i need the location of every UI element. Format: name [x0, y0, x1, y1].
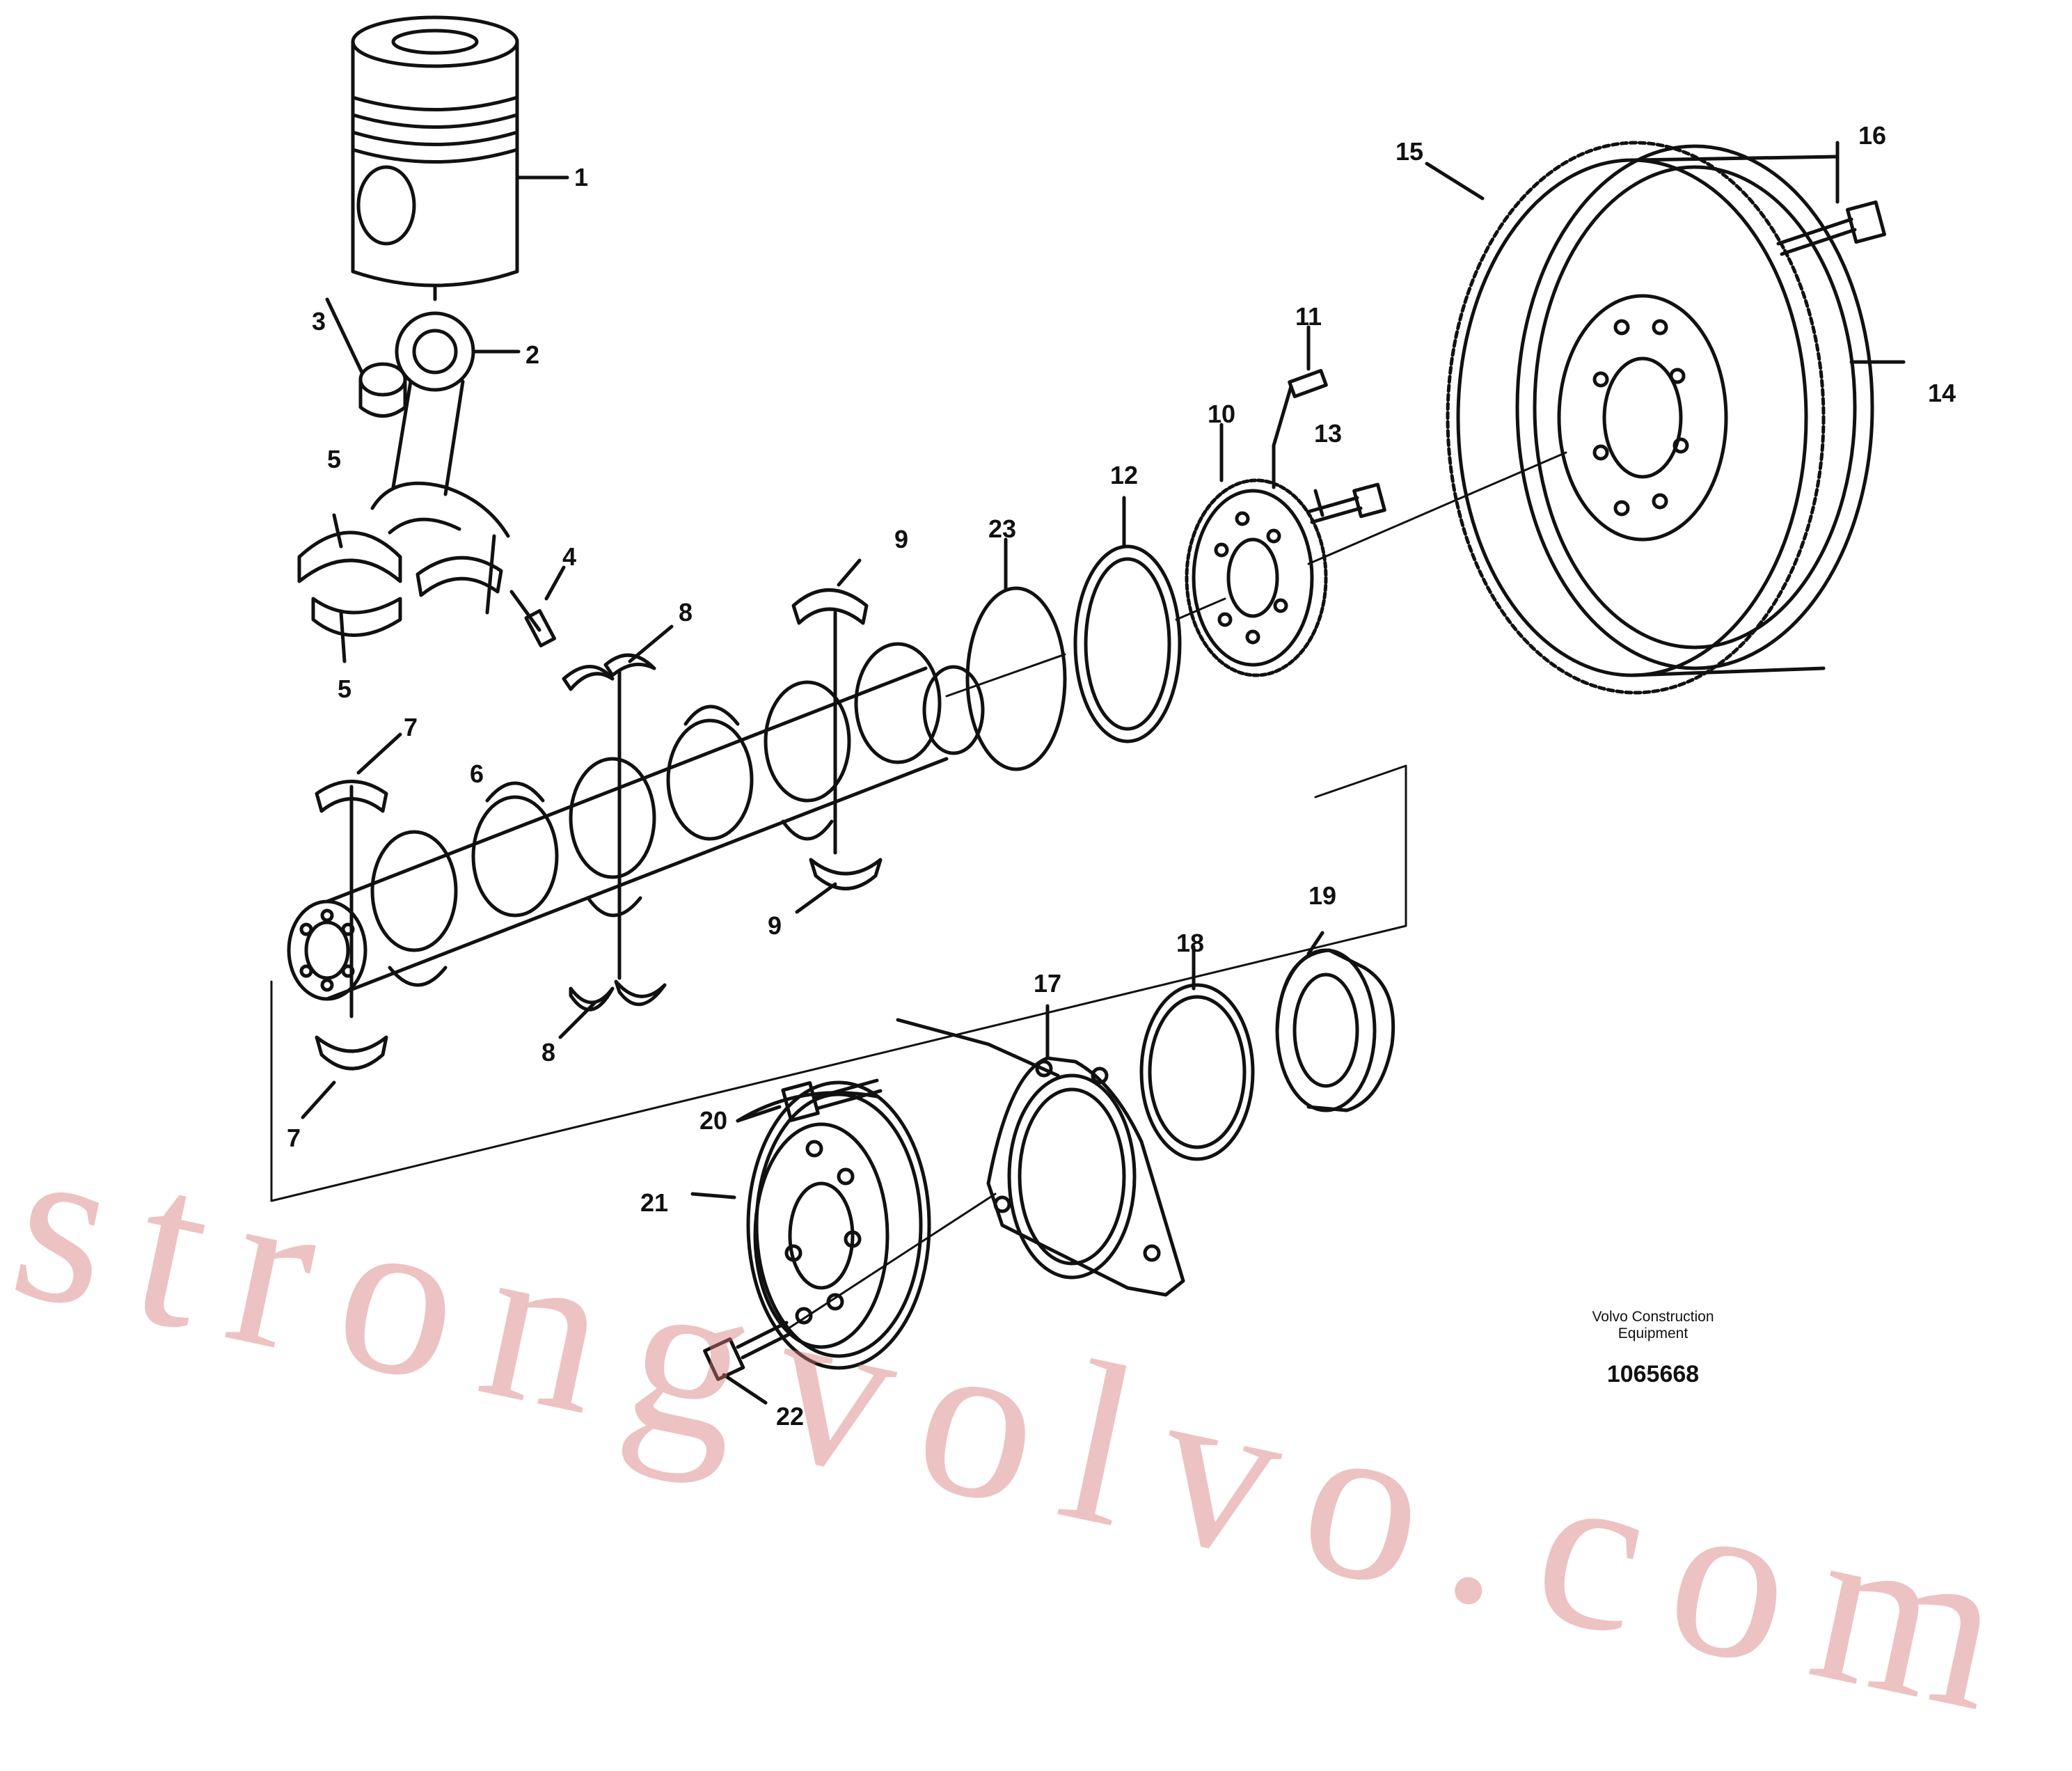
crankshaft-part — [287, 642, 985, 1001]
bolt-16 — [1776, 141, 1886, 256]
callout-15[interactable]: 15 — [1395, 137, 1424, 166]
pulley-21 — [690, 1080, 931, 1370]
ring-gear-15 — [1425, 162, 1485, 200]
drawing-number: 1065668 — [1606, 1361, 1700, 1387]
callout-8-bottom[interactable]: 8 — [541, 1038, 556, 1066]
bolt-22 — [703, 1193, 997, 1405]
callout-1[interactable]: 1 — [574, 163, 589, 191]
bolt-13 — [1306, 482, 1386, 524]
credit-line-1: Volvo Construction — [1592, 1309, 1714, 1325]
connecting-rod-part — [325, 297, 521, 615]
thrust-washers-8 — [558, 624, 674, 1039]
seal-ring-18 — [1139, 945, 1255, 1161]
callout-7-top[interactable]: 7 — [403, 713, 418, 741]
callout-22[interactable]: 22 — [775, 1402, 805, 1431]
seal-ring-23 — [965, 537, 1067, 771]
callout-11[interactable]: 11 — [1295, 302, 1322, 331]
main-bearing-shells-7 — [301, 732, 402, 1119]
callout-10[interactable]: 10 — [1207, 400, 1236, 428]
callout-18[interactable]: 18 — [1176, 929, 1205, 957]
dowel-pin-11 — [1272, 325, 1328, 489]
callout-17[interactable]: 17 — [1033, 969, 1062, 998]
callout-21[interactable]: 21 — [640, 1188, 669, 1217]
bearing-shells-5 — [297, 513, 566, 663]
callout-7-bottom[interactable]: 7 — [286, 1124, 301, 1152]
piston-part — [351, 15, 569, 301]
bearing-shells-9 — [791, 558, 883, 914]
oil-seal-19 — [1275, 931, 1395, 1112]
assembly-axis-line — [945, 451, 1567, 698]
manufacturer-credit: Volvo Construction Equipment — [1563, 1309, 1743, 1342]
exploded-parts-diagram — [270, 15, 1906, 1405]
flywheel-14 — [1446, 141, 1906, 695]
callout-9-bottom[interactable]: 9 — [767, 911, 782, 940]
callout-5-bottom[interactable]: 5 — [337, 675, 352, 703]
callout-20[interactable]: 20 — [699, 1106, 728, 1135]
callout-19[interactable]: 19 — [1308, 881, 1337, 910]
callout-23[interactable]: 23 — [988, 514, 1017, 543]
callout-16[interactable]: 16 — [1858, 121, 1887, 150]
callout-4[interactable]: 4 — [562, 542, 577, 571]
callout-2[interactable]: 2 — [525, 340, 540, 369]
front-assembly-frame — [270, 764, 1407, 1202]
callout-14[interactable]: 14 — [1927, 379, 1956, 407]
callout-12[interactable]: 12 — [1109, 461, 1139, 489]
credit-line-2: Equipment — [1618, 1325, 1689, 1342]
callout-8-top[interactable]: 8 — [678, 598, 693, 627]
callout-3[interactable]: 3 — [311, 307, 326, 336]
seal-housing-17 — [896, 1004, 1185, 1297]
ring-12 — [1073, 496, 1182, 743]
callout-9-top[interactable]: 9 — [894, 525, 909, 553]
crank-gear-10 — [1185, 423, 1328, 677]
callout-6[interactable]: 6 — [469, 759, 484, 788]
callout-13[interactable]: 13 — [1313, 419, 1343, 448]
callout-5-top[interactable]: 5 — [326, 445, 342, 473]
